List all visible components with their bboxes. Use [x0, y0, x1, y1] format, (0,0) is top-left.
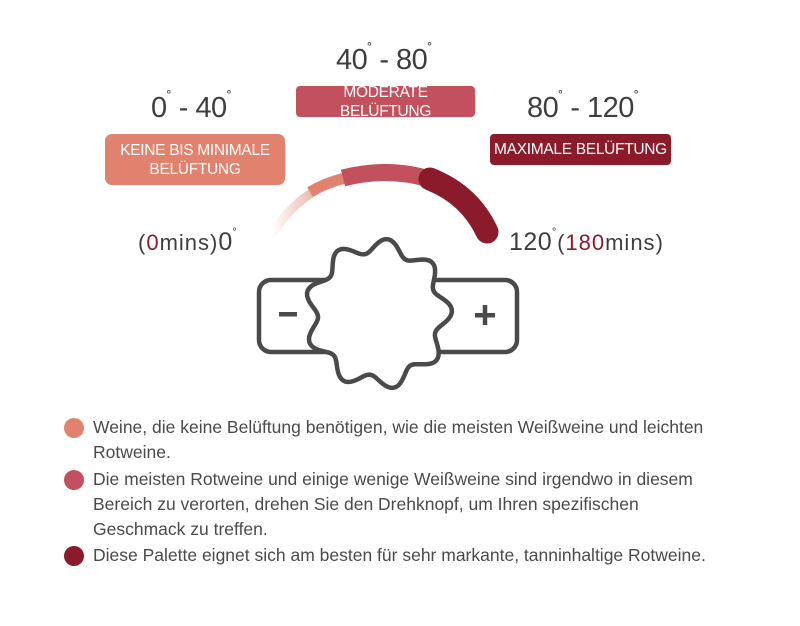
pill-no-aeration: KEINE BIS MINIMALE BELÜFTUNG: [105, 134, 285, 185]
knob-icon[interactable]: [304, 236, 455, 391]
pill-maximum-label: MAXIMALE BELÜFTUNG: [494, 141, 667, 158]
legend-text-high: Diese Palette eignet sich am besten für …: [93, 545, 706, 565]
dial-arc-high: [418, 167, 499, 244]
minus-icon[interactable]: [279, 312, 297, 317]
pill-no-aeration-line1: KEINE BIS MINIMALE: [120, 141, 270, 159]
legend-dot-high: [64, 546, 84, 566]
legend-text-mid: Die meisten Rotweine und einige wenige W…: [93, 469, 693, 539]
plus-icon[interactable]: [475, 305, 495, 325]
dial-start-label: (0mins)0˚: [138, 225, 238, 256]
legend-dot-low: [64, 418, 84, 438]
range-label-mid: 40˚ - 80˚: [336, 41, 432, 76]
dial-arc-low-solid: [307, 172, 347, 197]
legend-dot-mid: [64, 470, 84, 490]
pill-no-aeration-line2: BELÜFTUNG: [149, 160, 241, 178]
pill-moderate-label: MODERATE BELÜFTUNG: [339, 83, 432, 120]
pill-moderate-aeration: MODERATE BELÜFTUNG: [296, 84, 475, 120]
legend-text-low: Weine, die keine Belüftung benötigen, wi…: [93, 417, 704, 462]
aeration-dial: [256, 164, 520, 391]
dial-end-label: 120˚(180mins): [509, 225, 664, 256]
range-label-high: 80˚ - 120˚: [527, 89, 639, 124]
pill-maximum-aeration: MAXIMALE BELÜFTUNG: [490, 134, 671, 165]
range-label-low: 0˚ - 40˚: [151, 89, 232, 124]
